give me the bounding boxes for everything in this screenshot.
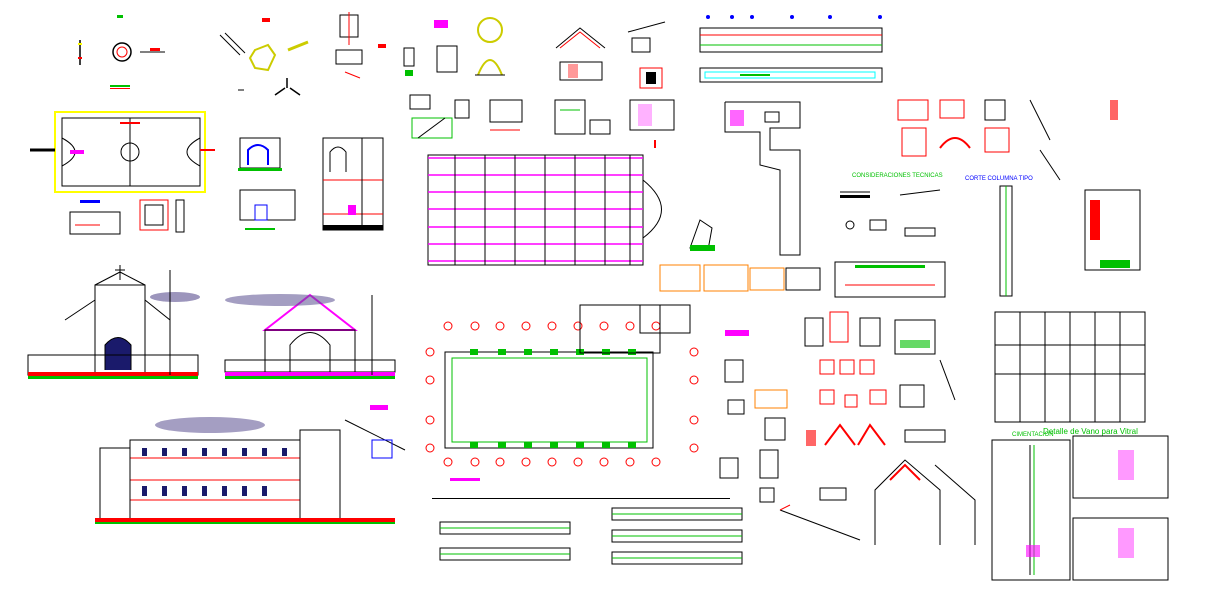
court-details [69, 199, 185, 235]
corte-columna-title: CORTE COLUMNA TIPO [965, 176, 1033, 182]
irregular-plan [689, 101, 801, 256]
column-section: CORTE COLUMNA TIPO [965, 176, 1033, 297]
framing-plan [427, 154, 662, 266]
foundation-plan [425, 304, 730, 499]
stair-detail [344, 405, 406, 459]
beam-detail [834, 261, 946, 298]
consideraciones-title: CONSIDERACIONES TECNICAS [852, 173, 943, 179]
sports-court-plan [30, 111, 215, 193]
technical-notes-block: CONSIDERACIONES TECNICAS [840, 173, 943, 237]
roof-truss-sections [779, 459, 976, 545]
right-top-details [897, 99, 1141, 271]
vitral-detail-frames: CIMENTACION Detalle de Vano para Vitral [991, 427, 1169, 581]
right-plan [994, 311, 1146, 423]
beam-sections-bottom [439, 478, 743, 565]
church-front-elevation [27, 265, 200, 379]
tables-row [659, 264, 821, 292]
tower-section [322, 137, 384, 231]
detail-cluster-second-row [409, 94, 675, 148]
top-left-details [78, 15, 309, 96]
arch-sections [238, 137, 296, 230]
beam-elevation-top [699, 15, 883, 83]
structural-details-middle [719, 311, 956, 541]
cimentacion-title: CIMENTACION [1012, 432, 1054, 438]
vitral-detail-title: Detalle de Vano para Vitral [1043, 427, 1138, 436]
church-side-elevation [224, 293, 396, 379]
detail-cluster-top [335, 12, 666, 89]
church-longitudinal-elevation [95, 417, 395, 524]
